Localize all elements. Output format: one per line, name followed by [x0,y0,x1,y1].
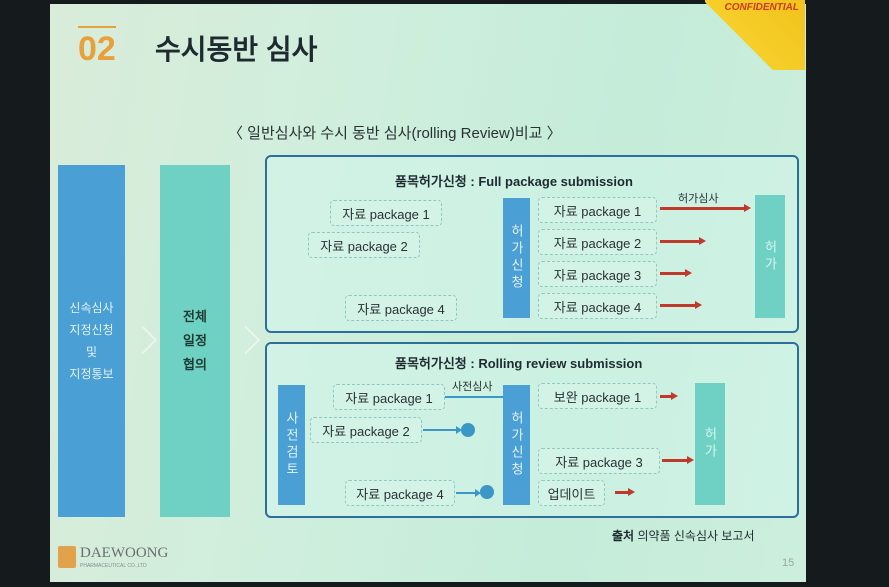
package-item: 자료 package 4 [345,480,455,506]
arrow-icon [615,488,635,496]
arrow-icon [456,489,481,497]
package-item: 자료 package 4 [538,293,657,319]
package-item: 보완 package 1 [538,383,657,409]
circle-icon [461,423,475,437]
confidential-label: CONFIDENTIAL [724,2,799,13]
page-number: 15 [782,557,795,569]
arrow-icon [660,392,678,400]
package-item: 자료 package 1 [538,197,657,223]
page-title: 수시동반 심사 [155,34,318,65]
confidential-banner: CONFIDENTIAL [705,0,805,70]
application-bar: 허가신청 [503,198,530,318]
package-item: 자료 package 1 [333,384,445,410]
subtitle: 〈 일반심사와 수시 동반 심사(rolling Review)비교 〉 [228,125,562,142]
connector-line [445,396,503,398]
package-item: 자료 package 2 [308,232,420,258]
arrow-icon [660,204,751,212]
package-item: 자료 package 1 [330,200,442,226]
package-item: 자료 package 3 [538,448,660,474]
review-label: 허가심사 [678,193,719,205]
approval-bar: 허가 [755,195,785,318]
logo-icon [58,546,76,568]
circle-icon [480,485,494,499]
arrow-icon [662,456,694,464]
application-bar: 허가신청 [503,385,530,505]
arrow-icon [660,237,706,245]
arrow-icon [423,426,462,434]
source-note: 출처 의약품 신속심사 보고서 [612,529,755,543]
arrow-icon [660,301,702,309]
full-package-title: 품목허가신청 : Full package submission [395,174,633,189]
package-item: 업데이트 [538,480,605,506]
arrow-icon [660,269,692,277]
package-item: 자료 package 2 [310,417,422,443]
company-logo-sub: PHARMACEUTICAL CO.,LTD [80,563,147,569]
package-item: 자료 package 4 [345,295,457,321]
rolling-review-title: 품목허가신청 : Rolling review submission [395,356,643,371]
company-logo: DAEWOONG [80,545,169,561]
section-number: 02 [78,26,116,69]
package-item: 자료 package 3 [538,261,657,287]
pre-review-label: 사전심사 [452,381,493,393]
package-item: 자료 package 2 [538,229,657,255]
pre-review-bar: 사전검토 [278,385,305,505]
approval-bar: 허가 [695,383,725,505]
